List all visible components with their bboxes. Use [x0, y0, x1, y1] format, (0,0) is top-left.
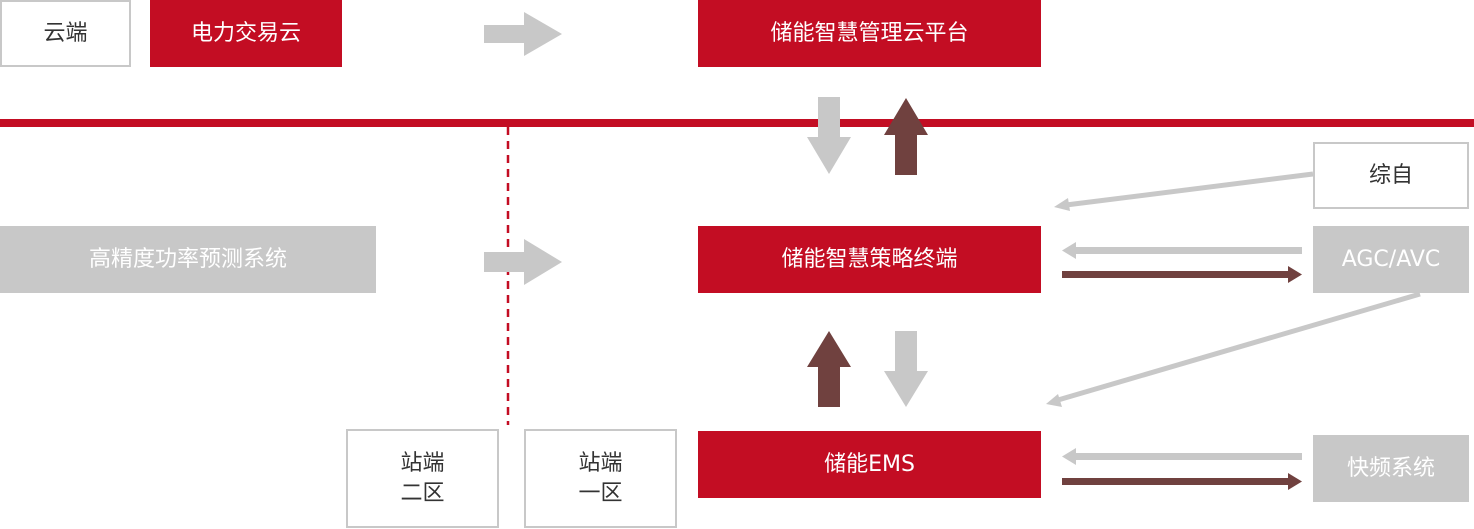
arrow-fastfreq-in-line [1074, 453, 1302, 460]
station-zone1-tag: 站端 一区 [524, 429, 677, 528]
arrow-integrated-head [1054, 198, 1070, 211]
arrow-fastfreq-out-head [1288, 473, 1302, 490]
fast-frequency-label: 快频系统 [1346, 455, 1435, 481]
station-zone1-line1: 站端 [578, 450, 623, 476]
power-forecast-label: 高精度功率预测系统 [88, 246, 287, 272]
station-zone2-line1: 站端 [400, 450, 445, 476]
arrow-up-terminal [884, 98, 928, 175]
cloud-tag-label: 云端 [43, 20, 88, 46]
power-trading-cloud-label: 电力交易云 [190, 20, 301, 46]
arrow-agc-in-head [1062, 242, 1076, 259]
arrow-down-terminal [884, 331, 928, 407]
arrow-fastfreq-in-head [1062, 448, 1076, 465]
power-forecast-node: 高精度功率预测系统 [0, 226, 376, 293]
ems-node: 储能EMS [698, 431, 1041, 498]
arrow-right-forecast [484, 239, 562, 285]
strategy-terminal-node: 储能智慧策略终端 [698, 226, 1041, 293]
strategy-terminal-label: 储能智慧策略终端 [781, 246, 958, 272]
arrow-agc-out-line [1062, 271, 1290, 278]
arrow-fastfreq-out-line [1062, 478, 1290, 485]
arrow-integrated-line [1065, 171, 1314, 208]
arrow-agc-in-line [1074, 247, 1302, 254]
arrow-agc-ems-line [1057, 291, 1421, 403]
station-zone2-tag: 站端 二区 [346, 429, 499, 528]
cloud-tag: 云端 [0, 0, 131, 67]
agc-avc-node: AGC/AVC [1313, 226, 1469, 293]
power-trading-cloud-node: 电力交易云 [150, 0, 342, 67]
arrow-right-cloud [484, 12, 562, 56]
fast-frequency-node: 快频系统 [1313, 435, 1469, 502]
station-zone2-line2: 二区 [400, 480, 445, 506]
integrated-automation-label: 综自 [1368, 162, 1413, 188]
arrow-up-ems [807, 331, 851, 407]
ems-label: 储能EMS [824, 451, 915, 477]
integrated-automation-node: 综自 [1313, 142, 1469, 209]
arrow-down-platform [807, 97, 851, 174]
arrow-agc-ems-head [1046, 394, 1062, 407]
arrow-agc-out-head [1288, 266, 1302, 283]
station-zone1-line2: 一区 [578, 480, 623, 506]
agc-avc-label: AGC/AVC [1341, 246, 1441, 272]
management-platform-label: 储能智慧管理云平台 [770, 20, 969, 46]
management-platform-node: 储能智慧管理云平台 [698, 0, 1041, 67]
cloud-station-divider [0, 119, 1474, 127]
